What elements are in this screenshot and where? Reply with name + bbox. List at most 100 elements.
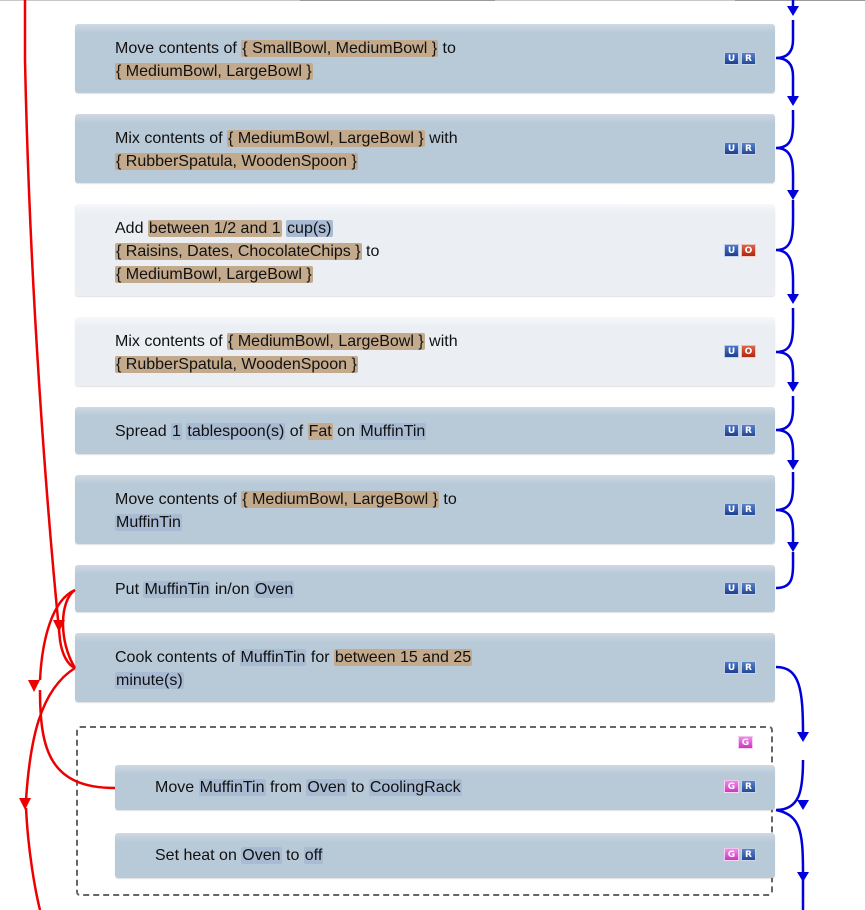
step-text: Spread 1 tablespoon(s) of Fat on MuffinT… xyxy=(115,420,427,443)
group-badges: G xyxy=(738,736,753,749)
step-label: Move contents of xyxy=(115,491,242,508)
resource-label[interactable]: Oven xyxy=(253,581,295,598)
step-label: Set heat on xyxy=(155,847,242,864)
step-label: Move xyxy=(155,779,199,796)
r-badge[interactable]: R xyxy=(741,424,756,437)
step-label: Put xyxy=(115,581,144,598)
resource-label[interactable]: MuffinTin xyxy=(143,581,211,598)
step-label: to xyxy=(438,40,456,57)
ingredient-set[interactable]: { Raisins, Dates, ChocolateChips } xyxy=(115,243,362,260)
tool-set[interactable]: { RubberSpatula, WoodenSpoon } xyxy=(115,153,358,170)
resource-label[interactable]: MuffinTin xyxy=(198,779,266,796)
blue-arrowheads xyxy=(787,6,809,882)
ingredient-label[interactable]: Fat xyxy=(307,423,333,440)
step-label: Mix contents of xyxy=(115,333,228,350)
g-badge[interactable]: G xyxy=(724,848,739,861)
quantity-value[interactable]: 1 xyxy=(171,423,182,440)
blue-arrow-1 xyxy=(775,20,795,96)
resource-label[interactable]: MuffinTin xyxy=(115,514,182,531)
step-group[interactable]: G xyxy=(76,726,773,896)
resource-label[interactable]: Oven xyxy=(306,779,347,796)
step-badges: U R xyxy=(724,503,756,516)
resource-label[interactable]: MuffinTin xyxy=(239,649,307,666)
container-set[interactable]: { SmallBowl, MediumBowl } xyxy=(241,40,439,57)
step-3[interactable]: Add between 1/2 and 1 cup(s) { Raisins, … xyxy=(75,204,775,296)
u-badge[interactable]: U xyxy=(724,582,739,595)
group-step-2[interactable]: Set heat on Oven to off G R xyxy=(115,833,775,878)
step-label: Spread xyxy=(115,423,172,440)
blue-arrow-4 xyxy=(775,307,795,385)
o-badge[interactable]: O xyxy=(741,244,756,257)
step-badges: U O xyxy=(724,345,756,358)
duration-range[interactable]: between 15 and 25 xyxy=(334,649,473,666)
step-label: to xyxy=(361,243,380,260)
r-badge[interactable]: R xyxy=(741,848,756,861)
step-6[interactable]: Move contents of { MediumBowl, LargeBowl… xyxy=(75,475,775,544)
r-badge[interactable]: R xyxy=(741,661,756,674)
step-text: Cook contents of MuffinTin for between 1… xyxy=(115,646,473,692)
step-label: Cook contents of xyxy=(115,649,240,666)
container-set[interactable]: { MediumBowl, LargeBowl } xyxy=(227,333,425,350)
g-badge[interactable]: G xyxy=(738,736,753,749)
step-1[interactable]: Move contents of { SmallBowl, MediumBowl… xyxy=(75,24,775,93)
container-set[interactable]: { MediumBowl, LargeBowl } xyxy=(115,266,313,283)
u-badge[interactable]: U xyxy=(724,424,739,437)
step-badges: G R xyxy=(724,780,756,793)
r-badge[interactable]: R xyxy=(741,582,756,595)
red-curve-c xyxy=(24,666,76,801)
step-text: Move contents of { MediumBowl, LargeBowl… xyxy=(115,488,457,534)
blue-arrow-5 xyxy=(775,395,795,463)
step-badges: U R xyxy=(724,424,756,437)
r-badge[interactable]: R xyxy=(741,503,756,516)
step-4[interactable]: Mix contents of { MediumBowl, LargeBowl … xyxy=(75,317,775,386)
unit-label[interactable]: minute(s) xyxy=(115,672,184,689)
step-7[interactable]: Put MuffinTin in/on Oven U R xyxy=(75,565,775,612)
u-badge[interactable]: U xyxy=(724,244,739,257)
red-curve-a xyxy=(38,588,76,681)
step-8[interactable]: Cook contents of MuffinTin for between 1… xyxy=(75,633,775,702)
container-set[interactable]: { MediumBowl, LargeBowl } xyxy=(115,63,313,80)
resource-label[interactable]: MuffinTin xyxy=(359,423,427,440)
container-set[interactable]: { MediumBowl, LargeBowl } xyxy=(241,491,439,508)
group-step-1[interactable]: Move MuffinTin from Oven to CoolingRack … xyxy=(115,765,775,810)
step-label: with xyxy=(424,333,458,350)
blue-arrow-9 xyxy=(775,759,805,873)
g-badge[interactable]: G xyxy=(724,780,739,793)
unit-label[interactable]: cup(s) xyxy=(286,220,333,237)
blue-arrow-7 xyxy=(775,551,795,590)
u-badge[interactable]: U xyxy=(724,661,739,674)
u-badge[interactable]: U xyxy=(724,345,739,358)
step-label: in/on xyxy=(210,581,254,598)
step-2[interactable]: Mix contents of { MediumBowl, LargeBowl … xyxy=(75,114,775,183)
tool-set[interactable]: { RubberSpatula, WoodenSpoon } xyxy=(115,356,358,373)
u-badge[interactable]: U xyxy=(724,142,739,155)
step-label: Add xyxy=(115,220,148,237)
step-badges: U R xyxy=(724,582,756,595)
top-rule-segment xyxy=(735,0,865,1)
red-line-long xyxy=(23,0,76,670)
step-5[interactable]: Spread 1 tablespoon(s) of Fat on MuffinT… xyxy=(75,407,775,454)
r-badge[interactable]: R xyxy=(741,780,756,793)
blue-arrow-6 xyxy=(775,471,795,543)
u-badge[interactable]: U xyxy=(724,503,739,516)
container-set[interactable]: { MediumBowl, LargeBowl } xyxy=(227,130,425,147)
blue-arrow-3 xyxy=(775,199,795,297)
blue-arrow-8 xyxy=(775,665,805,735)
resource-label[interactable]: Oven xyxy=(241,847,282,864)
top-rule-segment xyxy=(300,0,495,1)
setting-value[interactable]: off xyxy=(303,847,324,864)
step-label: on xyxy=(332,423,360,440)
quantity-range[interactable]: between 1/2 and 1 xyxy=(147,220,282,237)
step-label: to xyxy=(346,779,369,796)
r-badge[interactable]: R xyxy=(741,142,756,155)
step-badges: U R xyxy=(724,52,756,65)
step-text: Put MuffinTin in/on Oven xyxy=(115,578,295,601)
step-label: to xyxy=(438,491,457,508)
red-curve-b xyxy=(61,588,77,669)
o-badge[interactable]: O xyxy=(741,345,756,358)
step-label: for xyxy=(306,649,334,666)
unit-label[interactable]: tablespoon(s) xyxy=(186,423,286,440)
u-badge[interactable]: U xyxy=(724,52,739,65)
r-badge[interactable]: R xyxy=(741,52,756,65)
resource-label[interactable]: CoolingRack xyxy=(368,779,462,796)
